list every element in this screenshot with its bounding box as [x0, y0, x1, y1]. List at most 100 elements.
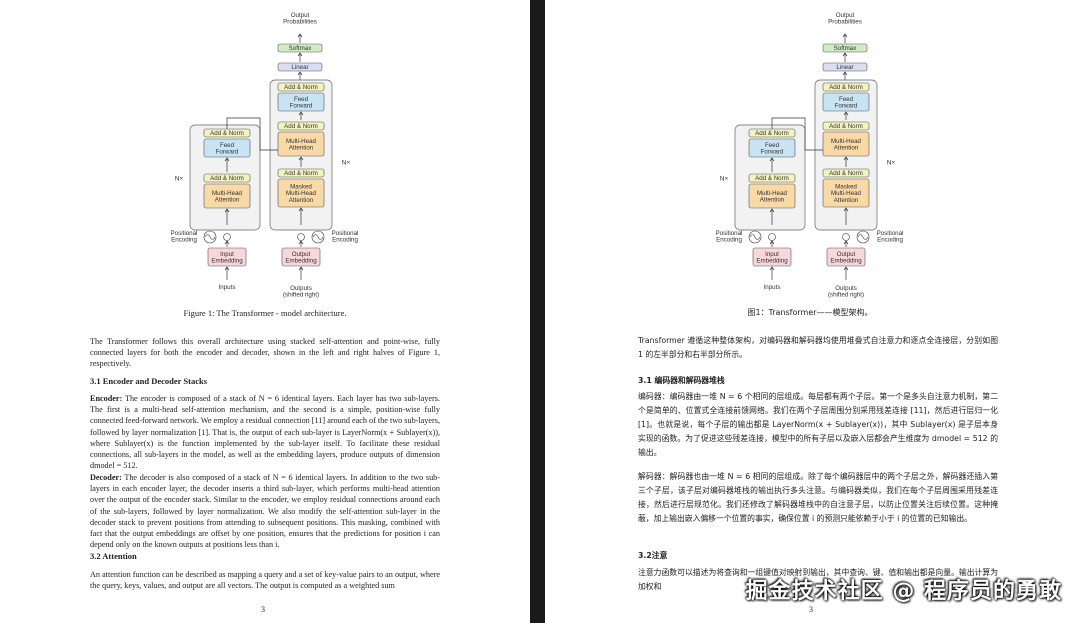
decoder-cross-attention — [277, 131, 325, 157]
decoder-add-norm-1 — [277, 168, 325, 178]
encoder-add-norm-1-label: Add & Norm — [210, 175, 244, 182]
decoder-add-circle — [842, 233, 850, 241]
decoder-add-norm-3 — [822, 82, 870, 92]
encoder-add-norm-2-label: Add & Norm — [755, 130, 789, 137]
encoder-attention — [748, 183, 796, 209]
decoder-feed-forward — [822, 92, 870, 112]
arrowhead — [224, 208, 230, 213]
decoder-paragraph: Decoder: The decoder is also composed of… — [90, 472, 440, 550]
softmax-box — [822, 43, 868, 53]
encoder-add-norm-1-label: Add & Norm — [755, 175, 789, 182]
linear-box — [277, 62, 323, 72]
figure-caption: Figure 1: The Transformer - model archit… — [183, 308, 347, 318]
decoder-add-norm-1-label: Add & Norm — [284, 170, 318, 177]
encoder-add-circle — [223, 233, 231, 241]
page-number-zh: 3 — [809, 605, 813, 614]
arrowhead — [298, 266, 304, 271]
outputs-label: Outputs(shifted right) — [283, 285, 319, 299]
encoder-text: The encoder is composed of a stack of N … — [90, 394, 440, 471]
attention-paragraph: An attention function can be described a… — [90, 570, 440, 591]
encoder-feed-forward — [748, 138, 796, 158]
arrowhead — [297, 33, 303, 38]
encoder-attention — [203, 183, 251, 209]
encoder-feed-forward — [203, 138, 251, 158]
attention-paragraph-zh: 注意力函数可以描述为将查询和一组键值对映射到输出，其中查询、键、值和输出都是向量… — [638, 568, 998, 591]
input-embedding-box — [207, 247, 247, 267]
decoder-paragraph-zh: 解码器：解码器也由一堆 N = 6 相同的层组成。除了每个编码器层中的两个子层之… — [638, 472, 998, 523]
arrowhead — [297, 52, 303, 57]
outputs-label: Outputs(shifted right) — [828, 285, 864, 299]
encoder-to-decoder-line — [226, 117, 278, 151]
arrowhead — [298, 111, 304, 116]
decoder-add-norm-2-label: Add & Norm — [284, 123, 318, 130]
decoder-label: Decoder: — [90, 473, 122, 482]
inputs-label: Inputs — [764, 284, 781, 291]
wave — [857, 234, 869, 240]
output-embedding-box — [826, 247, 866, 267]
page-number: 3 — [261, 605, 265, 614]
intro-paragraph: The Transformer follows this overall arc… — [90, 337, 440, 369]
arrowhead — [769, 240, 775, 245]
arrowhead — [298, 156, 304, 161]
arrowhead — [843, 240, 849, 245]
input-embedding-box — [752, 247, 792, 267]
decoder-add-circle — [297, 233, 305, 241]
encoder-add-norm-1 — [203, 173, 251, 183]
decoder-nx-label: N× — [342, 159, 351, 166]
arrowhead — [842, 71, 848, 76]
decoder-add-norm-1-label: Add & Norm — [829, 170, 863, 177]
encoder-to-decoder-line — [771, 117, 823, 151]
decoder-add-norm-3-label: Add & Norm — [284, 84, 318, 91]
page-divider — [530, 0, 545, 623]
decoder-add-norm-2-label: Add & Norm — [829, 123, 863, 130]
arrowhead — [843, 111, 849, 116]
output-embedding-box — [281, 247, 321, 267]
arrowhead — [769, 266, 775, 271]
linear-box — [822, 62, 868, 72]
arrowhead — [297, 71, 303, 76]
arrowhead — [843, 156, 849, 161]
watermark: 掘金技术社区 @ 程序员的勇敢 — [745, 579, 1062, 604]
softmax-box-label: Softmax — [289, 45, 313, 52]
encoder-label: Encoder: — [90, 394, 123, 403]
encoder-nx-label: N× — [175, 175, 184, 182]
arrowhead — [224, 157, 230, 162]
arrowhead — [769, 208, 775, 213]
decoder-cross-attention — [822, 131, 870, 157]
wave — [312, 234, 324, 240]
wave — [749, 234, 761, 240]
encoder-add-circle — [768, 233, 776, 241]
encoder-nx-label: N× — [720, 175, 729, 182]
decoder-text: The decoder is also composed of a stack … — [90, 473, 440, 550]
decoder-add-norm-3-label: Add & Norm — [829, 84, 863, 91]
arrowhead — [224, 240, 230, 245]
section-heading-3-2-zh: 3.2注意 — [638, 551, 668, 560]
inputs-label: Inputs — [219, 284, 236, 291]
decoder-add-norm-1 — [822, 168, 870, 178]
decoder-add-norm-2 — [277, 121, 325, 131]
section-heading-3-2: 3.2 Attention — [90, 551, 137, 561]
encoder-paragraph-zh: 编码器：编码器由一堆 N = 6 个相同的层组成。每层都有两个子层。第一个是多头… — [638, 392, 998, 457]
section-heading-3-1: 3.1 Encoder and Decoder Stacks — [90, 376, 208, 386]
arrowhead — [843, 266, 849, 271]
arrowhead — [769, 157, 775, 162]
softmax-box-label: Softmax — [834, 45, 858, 52]
